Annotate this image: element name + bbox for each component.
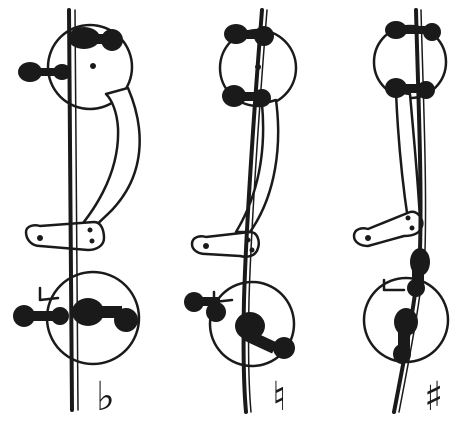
lever-joint — [90, 239, 95, 244]
fork-pin — [393, 344, 411, 364]
lever-pivot — [37, 235, 43, 241]
panel-natural: ♮ — [184, 10, 296, 420]
fork-pin — [51, 307, 69, 325]
fork-pin — [114, 308, 138, 332]
panel-sharp: ♯ — [354, 10, 448, 420]
lever-pivot — [365, 235, 371, 241]
fork-pin — [417, 81, 435, 99]
lever — [26, 222, 104, 250]
accidental-label-natural: ♮ — [272, 374, 286, 420]
accidental-label-flat: ♭ — [96, 374, 115, 420]
disc-center — [255, 64, 261, 70]
accidental-label-sharp: ♯ — [424, 374, 443, 420]
disc-center — [90, 63, 96, 69]
fork-bar — [84, 34, 112, 44]
fork-pin — [206, 302, 226, 322]
lever — [192, 232, 259, 257]
connecting-arm — [396, 92, 420, 220]
fork-pin — [253, 89, 271, 107]
lever-joint — [410, 226, 415, 231]
panel-flat: ♭ — [13, 10, 140, 420]
fork-pin — [53, 64, 71, 80]
lever-pivot — [203, 243, 209, 249]
lever-joint — [406, 216, 411, 221]
fork-pin — [254, 26, 274, 46]
fork-pin — [273, 337, 295, 359]
fork-pin — [423, 23, 441, 41]
connecting-arm — [236, 100, 278, 232]
lever-joint — [88, 228, 93, 233]
connecting-arm — [70, 88, 140, 238]
fork-pin — [407, 279, 425, 297]
